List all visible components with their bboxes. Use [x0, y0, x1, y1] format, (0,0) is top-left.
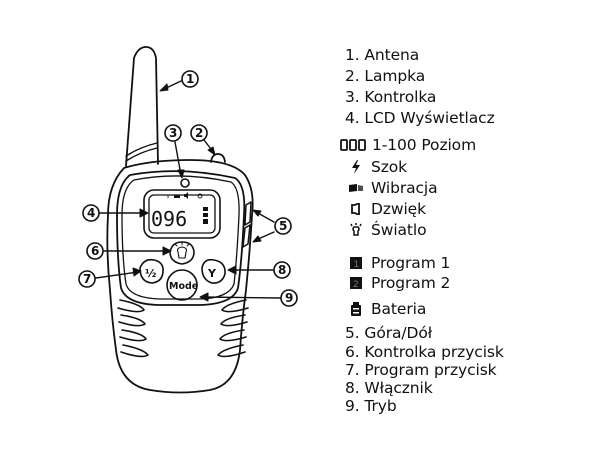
legend-item-lamp: 2. Lampka	[345, 67, 425, 85]
legend-label: Lampka	[364, 67, 426, 85]
lcd-sound-icon	[184, 192, 188, 199]
legend-item-program-1: 1 Program 1	[345, 254, 450, 272]
legend-item-program-button: 7. Program przycisk	[345, 361, 497, 379]
legend-item-lcd: 4. LCD Wyświetlacz	[345, 109, 495, 127]
callout-6: 6	[86, 242, 172, 260]
lcd-light-icon	[197, 193, 203, 199]
lightbulb-icon	[345, 223, 367, 237]
light-button[interactable]	[169, 241, 195, 265]
legend-label: Kontrolka	[364, 88, 437, 106]
mode-button[interactable]: Mode	[166, 269, 198, 301]
device-body	[106, 159, 254, 394]
legend-label: Góra/Dół	[364, 324, 433, 342]
svg-text:3: 3	[169, 126, 177, 140]
lamp	[210, 153, 226, 163]
legend-item-mode: 9. Tryb	[345, 397, 397, 415]
svg-text:4: 4	[87, 206, 95, 220]
svg-text:Y: Y	[207, 267, 217, 280]
legend-number: 2.	[345, 67, 360, 85]
legend-number: 6.	[345, 343, 360, 361]
legend-item-sound: Dzwięk	[345, 200, 426, 218]
legend-item-light: Światlo	[345, 221, 427, 239]
legend-number: 7.	[345, 361, 360, 379]
svg-text:8: 8	[278, 263, 286, 277]
lcd-vibration-icon	[174, 195, 180, 198]
program-1-icon: 1	[345, 257, 367, 269]
svg-text:½: ½	[145, 267, 156, 280]
legend-number: 9.	[345, 397, 360, 415]
callout-8: 8	[227, 261, 291, 279]
lcd-battery-icon	[203, 219, 208, 224]
legend-label: Włącznik	[364, 379, 433, 397]
indicator-led	[180, 178, 190, 188]
svg-text:1: 1	[186, 72, 194, 86]
legend-label: Program przycisk	[364, 361, 497, 379]
battery-icon	[345, 302, 367, 316]
callout-1: 1	[159, 70, 199, 92]
legend-label: Światlo	[371, 221, 427, 239]
svg-text:Mode: Mode	[169, 281, 198, 292]
lcd-shock-icon: ⚡	[166, 194, 170, 201]
program-2-icon: 2	[345, 277, 367, 289]
legend-item-vibration: Wibracja	[345, 179, 438, 197]
callout-4: 4	[82, 204, 149, 222]
callout-2: 2	[190, 124, 216, 156]
lightning-shock-icon	[345, 160, 367, 174]
lcd-level-value: 096	[151, 207, 187, 231]
legend-label: Szok	[371, 158, 408, 176]
legend-item-shock: Szok	[345, 158, 407, 176]
lcd-program-1-icon	[203, 207, 208, 211]
svg-text:7: 7	[83, 272, 91, 286]
legend-number: 5.	[345, 324, 360, 342]
legend-item-up-down: 5. Góra/Dół	[345, 324, 432, 342]
legend-number: 4.	[345, 109, 360, 127]
legend-label: Kontrolka przycisk	[364, 343, 504, 361]
callout-7: 7	[78, 267, 142, 288]
svg-text:1: 1	[354, 260, 360, 269]
grip-ridge-left	[117, 299, 145, 313]
legend-label: LCD Wyświetlacz	[364, 109, 495, 127]
legend-number: 1.	[345, 46, 360, 64]
legend-label: Antena	[364, 46, 420, 64]
legend-label: Bateria	[371, 300, 427, 318]
program-button[interactable]: ½	[139, 258, 164, 284]
lcd-program-2-icon	[203, 213, 208, 217]
legend-item-light-button: 6. Kontrolka przycisk	[345, 343, 504, 361]
power-button[interactable]: Y	[201, 258, 226, 284]
legend-label: 1-100 Poziom	[372, 136, 477, 154]
legend-label: Wibracja	[371, 179, 438, 197]
callout-5: 5	[252, 209, 292, 243]
svg-text:2: 2	[353, 280, 359, 289]
callout-3: 3	[164, 124, 185, 179]
legend-item-level: 1-100 Poziom	[340, 136, 476, 154]
legend-item-indicator: 3. Kontrolka	[345, 88, 436, 106]
grip-ridge-right	[221, 299, 249, 313]
legend-number: 8.	[345, 379, 360, 397]
legend-label: Program 1	[371, 254, 451, 272]
legend-label: Tryb	[364, 397, 397, 415]
svg-text:5: 5	[279, 219, 287, 233]
antenna	[125, 46, 159, 167]
lcd-display: ⚡ 096	[143, 189, 221, 239]
legend-number: 3.	[345, 88, 360, 106]
callout-9: 9	[199, 289, 298, 307]
speaker-sound-icon	[345, 203, 367, 215]
svg-text:9: 9	[285, 291, 293, 305]
legend-item-power-button: 8. Włącznik	[345, 379, 433, 397]
svg-text:2: 2	[195, 126, 203, 140]
vibration-icon	[345, 183, 367, 193]
legend-item-antenna: 1. Antena	[345, 46, 419, 64]
up-down-buttons[interactable]	[242, 201, 252, 248]
legend-label: Program 2	[371, 274, 451, 292]
legend-label: Dzwięk	[371, 200, 426, 218]
legend-item-program-2: 2 Program 2	[345, 274, 450, 292]
svg-text:6: 6	[91, 244, 99, 258]
level-digits-icon	[340, 139, 370, 151]
legend-item-battery: Bateria	[345, 300, 426, 318]
